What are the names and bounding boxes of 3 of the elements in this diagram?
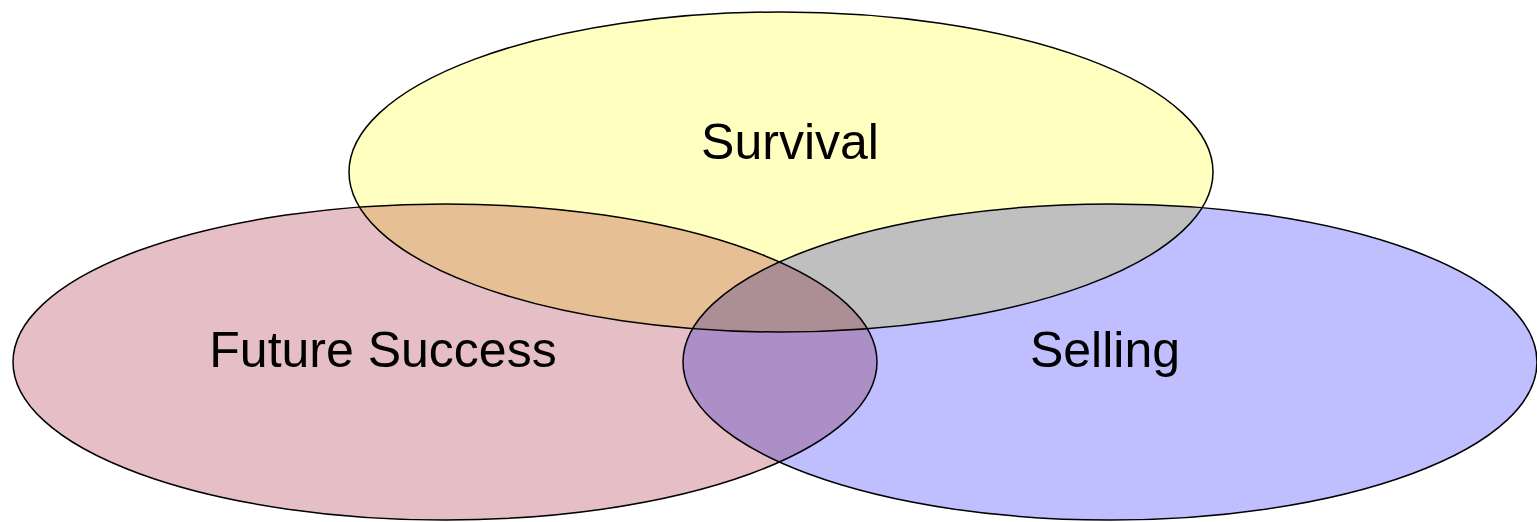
- set-label: Survival: [701, 113, 879, 171]
- set-label: Future Success: [209, 321, 557, 379]
- set-label: Selling: [1029, 321, 1181, 379]
